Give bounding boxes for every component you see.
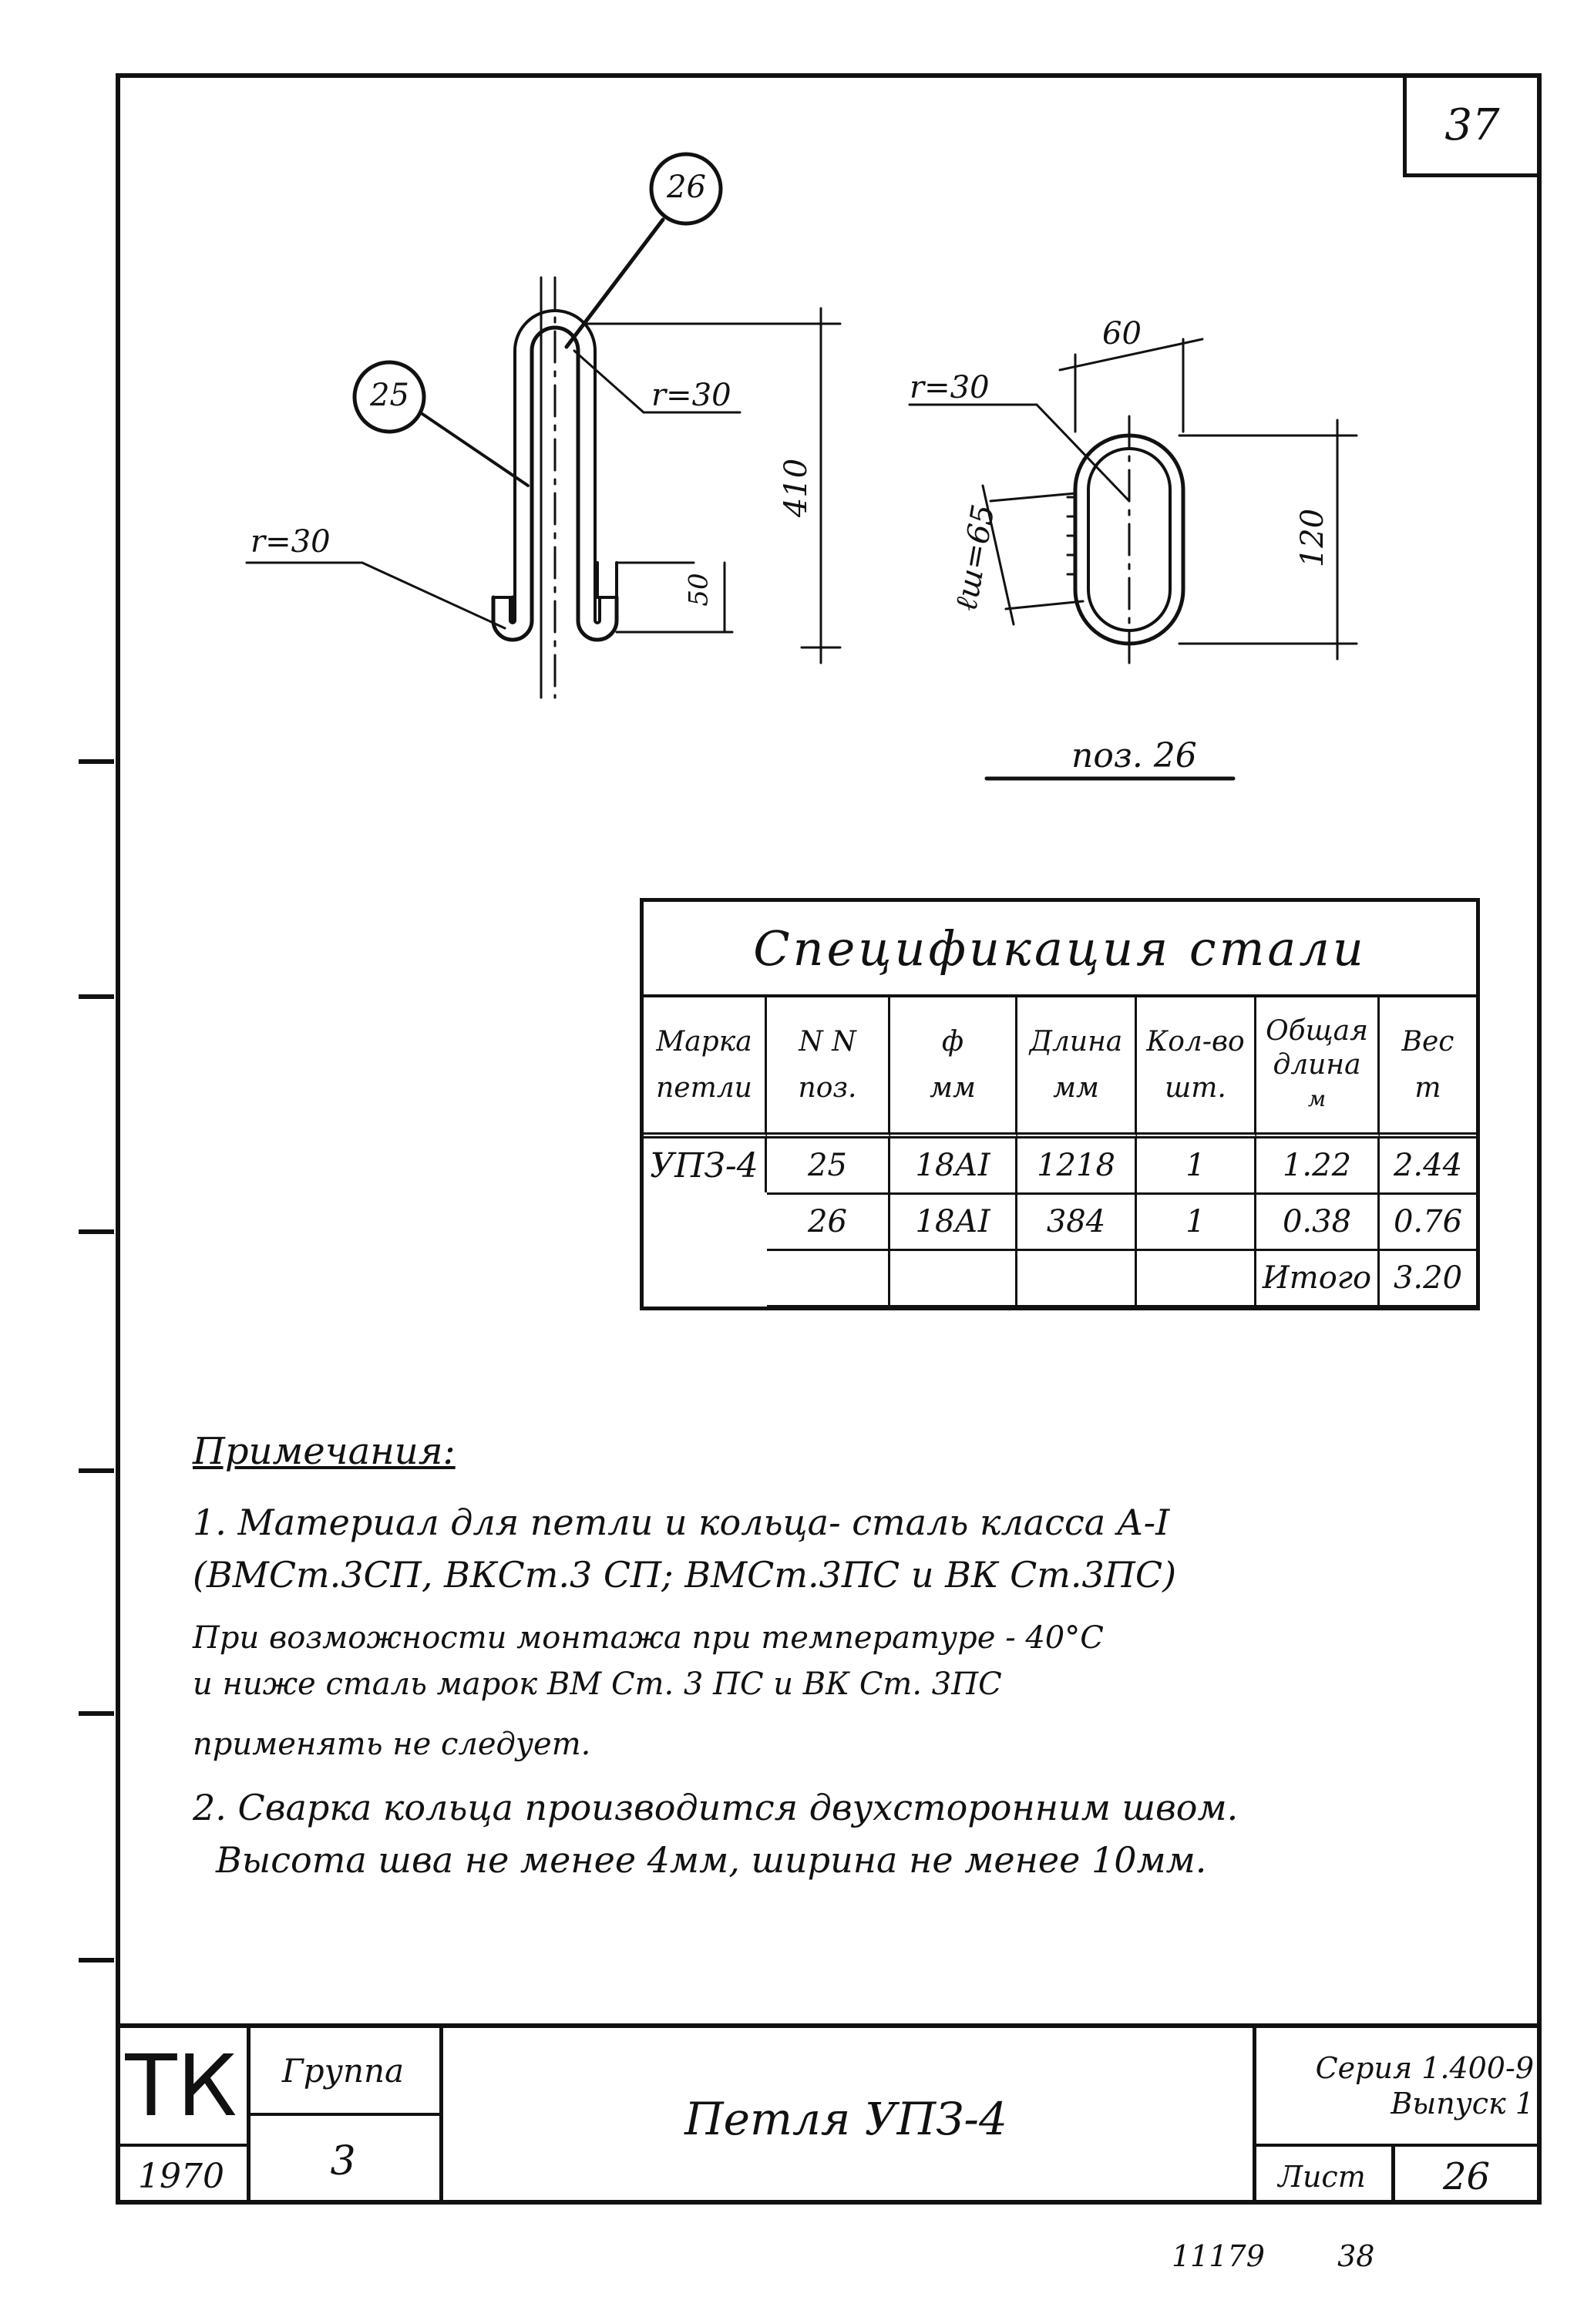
total-label: Итого xyxy=(1256,1251,1380,1307)
margin-tick xyxy=(79,759,114,764)
org-text: ТК xyxy=(125,2036,237,2135)
position-26-label: поз. 26 xyxy=(1071,736,1197,775)
row-25-weight: 2.44 xyxy=(1380,1138,1476,1195)
dimension-120: 120 xyxy=(1295,508,1331,568)
row-25-total-length: 1.22 xyxy=(1256,1138,1380,1195)
margin-tick xyxy=(79,1958,114,1962)
drawing-name-cell: Петля УПЗ-4 xyxy=(439,2028,1253,2209)
note-1-line-4: и ниже сталь марок ВМ Ст. 3 ПС и ВК Ст. … xyxy=(193,1666,1002,1702)
callout-26: 26 xyxy=(667,170,706,205)
row-26-pos: 26 xyxy=(767,1195,890,1251)
callout-25: 25 xyxy=(370,378,409,413)
page-number: 37 xyxy=(1403,73,1542,177)
spec-title: Спецификация стали xyxy=(644,902,1476,997)
row-26-total-length: 0.38 xyxy=(1256,1195,1380,1251)
sheet-label-cell: Лист xyxy=(1253,2144,1391,2209)
group-label-cell: Группа xyxy=(247,2028,439,2113)
row-26-weight: 0.76 xyxy=(1380,1195,1476,1251)
sheet-value-cell: 26 xyxy=(1391,2144,1542,2209)
radius-label-top: r=30 xyxy=(651,378,731,413)
row-25-qty: 1 xyxy=(1137,1138,1256,1195)
note-1-line-2: (ВМСт.3СП, ВКСт.3 СП; ВМСт.3ПС и ВК Ст.3… xyxy=(193,1554,1177,1596)
notes-section: Примечания: 1. Материал для петли и коль… xyxy=(193,1430,1465,1886)
group-value: 3 xyxy=(330,2137,356,2184)
year-text: 1970 xyxy=(138,2157,224,2196)
note-1-line-1: 1. Материал для петли и кольца- сталь кл… xyxy=(193,1502,1170,1543)
issue-text: Выпуск 1 xyxy=(1391,2087,1534,2121)
radius-label-left: r=30 xyxy=(251,524,331,560)
bottom-num: 38 xyxy=(1337,2239,1375,2273)
series-cell: Серия 1.400-9 Выпуск 1 xyxy=(1253,2028,1542,2144)
loop-outline xyxy=(491,309,619,642)
total-value: 3.20 xyxy=(1380,1251,1476,1307)
margin-tick xyxy=(79,1229,114,1234)
sheet-value: 26 xyxy=(1442,2154,1491,2198)
drawing-name: Петля УПЗ-4 xyxy=(684,2092,1007,2145)
dimension-60: 60 xyxy=(1102,316,1142,351)
empty-cell xyxy=(767,1251,890,1307)
drawing-sheet-frame xyxy=(116,73,1542,2205)
radius-label-ring: r=30 xyxy=(910,370,990,405)
bottom-references: 11179 38 xyxy=(1172,2239,1374,2273)
org-cell: ТК xyxy=(116,2028,247,2144)
loop-drawing xyxy=(245,152,1358,781)
mark-cell: УПЗ-4 xyxy=(644,1138,767,1192)
margin-tick xyxy=(79,1468,114,1473)
sheet-label: Лист xyxy=(1278,2159,1366,2194)
dimension-50: 50 xyxy=(683,573,715,607)
row-25-length: 1218 xyxy=(1017,1138,1137,1195)
dimension-410: 410 xyxy=(779,458,815,518)
row-26-dia: 18АI xyxy=(890,1195,1017,1251)
notes-title: Примечания: xyxy=(193,1430,456,1473)
empty-cell xyxy=(1137,1251,1256,1307)
series-text: Серия 1.400-9 xyxy=(1315,2051,1534,2085)
row-25-pos: 25 xyxy=(767,1138,890,1195)
year-cell: 1970 xyxy=(116,2144,247,2209)
note-1-line-5: применять не следует. xyxy=(193,1727,591,1762)
group-label: Группа xyxy=(281,2051,405,2090)
row-26-qty: 1 xyxy=(1137,1195,1256,1251)
empty-cell xyxy=(1017,1251,1137,1307)
margin-tick xyxy=(79,994,114,999)
note-2-line-1: 2. Сварка кольца производится двухсторон… xyxy=(193,1787,1239,1828)
row-26-length: 384 xyxy=(1017,1195,1137,1251)
margin-tick xyxy=(79,1711,114,1716)
note-1-line-3: При возможности монтажа при температуре … xyxy=(193,1620,1104,1656)
title-block: ТК 1970 Группа 3 Петля УПЗ-4 Серия 1.400… xyxy=(116,2023,1542,2205)
page-number-text: 37 xyxy=(1444,100,1500,150)
note-2-line-2: Высота шва не менее 4мм, ширина не менее… xyxy=(216,1839,1207,1881)
bottom-code: 11179 xyxy=(1172,2239,1265,2273)
empty-cell xyxy=(890,1251,1017,1307)
row-25-dia: 18АI xyxy=(890,1138,1017,1195)
group-value-cell: 3 xyxy=(247,2113,439,2209)
